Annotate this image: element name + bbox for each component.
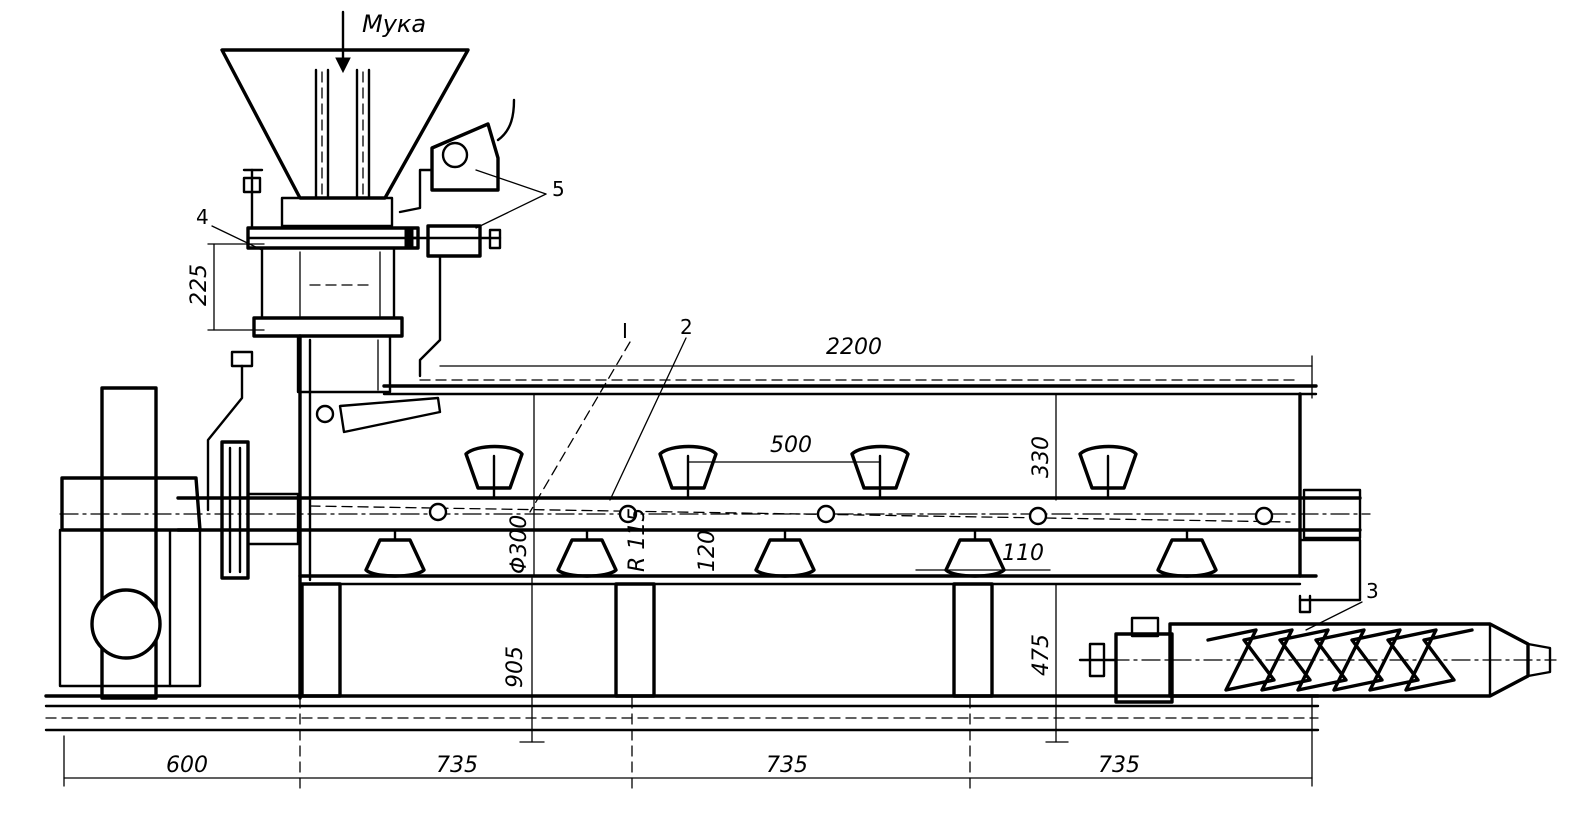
dim-span-1: 735 [436,753,478,778]
dim-diameter: Φ300 [507,515,532,574]
dim-overall-length-line [439,355,1313,399]
callout-I: I [622,319,628,343]
base-frame [44,694,1320,732]
dim-height-475-line [1045,583,1069,743]
mixer-trough [298,334,1362,700]
dim-height-905: 905 [503,646,528,688]
flywheel-pedestal [58,386,202,700]
callout-I-leader [529,341,631,513]
screw-conveyor [1078,594,1557,704]
dim-overall-length: 2200 [826,335,882,360]
callout-3-leader [1305,601,1363,631]
dim-feeder-225: 225 [187,264,212,306]
callout-2-leader [609,337,687,501]
dim-base-600: 600 [166,753,208,778]
dim-paddle-pitch: 500 [770,433,812,458]
dim-height-475: 475 [1029,634,1054,676]
dim-paddle-110: 110 [1002,541,1044,566]
control-box [398,98,516,214]
callout-5-leaders [475,169,547,229]
paddles-lower [364,528,1218,578]
dosing-unit [246,196,442,434]
dim-trough-330: 330 [1029,436,1054,478]
dim-radius: R 115 [625,508,650,572]
dosing-drive [404,224,502,378]
callout-5: 5 [552,177,565,201]
main-shaft [59,488,1371,540]
dim-span-2: 735 [766,753,808,778]
callout-4: 4 [196,205,209,229]
callout-3: 3 [1366,579,1379,603]
dim-height-905-line [519,577,545,743]
callout-4-leader [211,225,263,251]
left-valve [206,168,264,512]
dim-paddle-120: 120 [695,530,720,572]
dim-span-3: 735 [1098,753,1140,778]
material-label: Мука [362,10,426,38]
flour-inlet-arrow [335,10,351,74]
support-legs [300,582,994,698]
drive-gear [220,440,300,580]
dim-feeder-225-line [207,243,265,331]
callout-2: 2 [680,315,693,339]
shaft-bushings [428,502,1274,526]
dim-bottom-chain [63,697,1313,795]
paddles-upper [464,444,1138,500]
